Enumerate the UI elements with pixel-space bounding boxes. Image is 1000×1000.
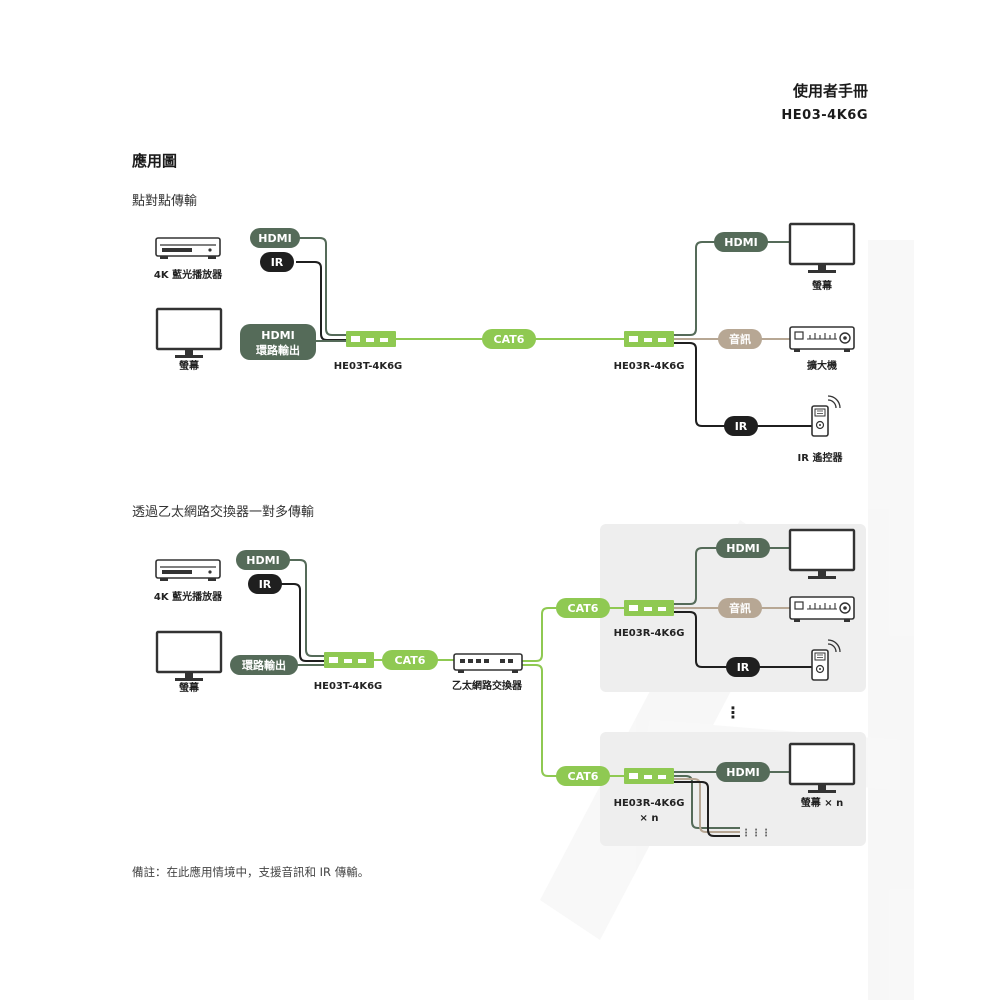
manual-title: 使用者手冊 [792,82,868,100]
loop-out-pill: 環路輸出 [230,655,298,675]
transmitter-device-icon [346,331,396,347]
bluray-player-icon-2 [155,559,221,582]
bluray-label: 4K 藍光播放器 [154,268,223,281]
receiver1-label: HE03R-4K6G [614,628,685,639]
audio-pill: 音訊 [718,329,762,349]
rx-hdmi-pill: HDMI [714,232,768,252]
rx1-audio-pill: 音訊 [718,598,762,618]
svg-text:環路輸出: 環路輸出 [242,658,286,672]
switch-label: 乙太網路交換器 [452,679,523,692]
receiver1-device-icon [624,600,674,616]
ir-remote-label: IR 遙控器 [798,451,844,464]
hdmi-pill-2: HDMI [236,550,290,570]
loop-monitor-label-2: 螢幕 [179,681,200,694]
bluray-label-2: 4K 藍光播放器 [154,590,223,603]
svg-text:HDMI: HDMI [258,232,291,245]
rx-ir-pill: IR [724,416,758,436]
diagram1-title: 點對點傳輸 [132,194,198,209]
svg-text:音訊: 音訊 [729,332,751,346]
model-number: HE03-4K6G [781,108,868,123]
diagram2-title: 透過乙太網路交換器一對多傳輸 [132,505,315,520]
bluray-player-icon [155,237,221,260]
svg-text:音訊: 音訊 [729,601,751,615]
rx-monitor-label: 螢幕 [812,279,833,292]
receiver-n-label: HE03R-4K6G [614,798,685,809]
svg-text:IR: IR [271,256,284,269]
more-wires-dots: ⋮⋮⋮ [741,828,771,839]
footnote: 備註：在此應用情境中，支援音訊和 IR 傳輸。 [132,865,370,879]
svg-text:CAT6: CAT6 [568,770,599,783]
receiver-n-device-icon [624,768,674,784]
cat6-rx1-pill: CAT6 [556,598,610,618]
more-receivers-ellipsis: ⋮ [725,703,741,722]
amplifier-icon [789,326,855,353]
receiver-device-icon [624,331,674,347]
loop-monitor-label: 螢幕 [179,359,200,372]
ir-pill-2: IR [248,574,282,594]
svg-text:HDMI: HDMI [726,766,759,779]
section-title: 應用圖 [132,152,178,170]
svg-text:IR: IR [737,661,750,674]
transmitter-label: HE03T-4K6G [334,361,403,372]
svg-text:CAT6: CAT6 [568,602,599,615]
cat6-rxn-pill: CAT6 [556,766,610,786]
ir-remote-icon [811,395,841,437]
cat6-tx-pill: CAT6 [382,650,438,670]
loop-monitor-icon-2 [155,630,223,683]
amplifier-label: 擴大機 [807,359,837,372]
transmitter-device-icon-2 [324,652,374,668]
monitor-n-label: 螢幕 × n [801,796,843,809]
hdmi-pill: HDMI [250,228,300,248]
hdmi-loop-out-pill: HDMI 環路輸出 [240,324,316,360]
svg-text:IR: IR [259,578,272,591]
svg-text:CAT6: CAT6 [395,654,426,667]
svg-text:HDMI: HDMI [724,236,757,249]
svg-text:IR: IR [735,420,748,433]
svg-text:HDMI: HDMI [261,329,294,342]
svg-text:HDMI: HDMI [246,554,279,567]
ethernet-switch-icon [453,653,523,673]
rx1-amplifier-icon [789,596,855,623]
transmitter-label-2: HE03T-4K6G [314,681,383,692]
rx1-ir-pill: IR [726,657,760,677]
rxn-hdmi-pill: HDMI [716,762,770,782]
receiver-label: HE03R-4K6G [614,361,685,372]
rx-monitor-icon [788,222,856,275]
svg-text:CAT6: CAT6 [494,333,525,346]
cat6-pill: CAT6 [482,329,536,349]
receiver-n-count: × n [640,813,659,824]
svg-text:環路輸出: 環路輸出 [256,343,300,357]
loop-monitor-icon [155,307,223,360]
svg-text:HDMI: HDMI [726,542,759,555]
rx1-hdmi-pill: HDMI [716,538,770,558]
ir-pill: IR [260,252,294,272]
